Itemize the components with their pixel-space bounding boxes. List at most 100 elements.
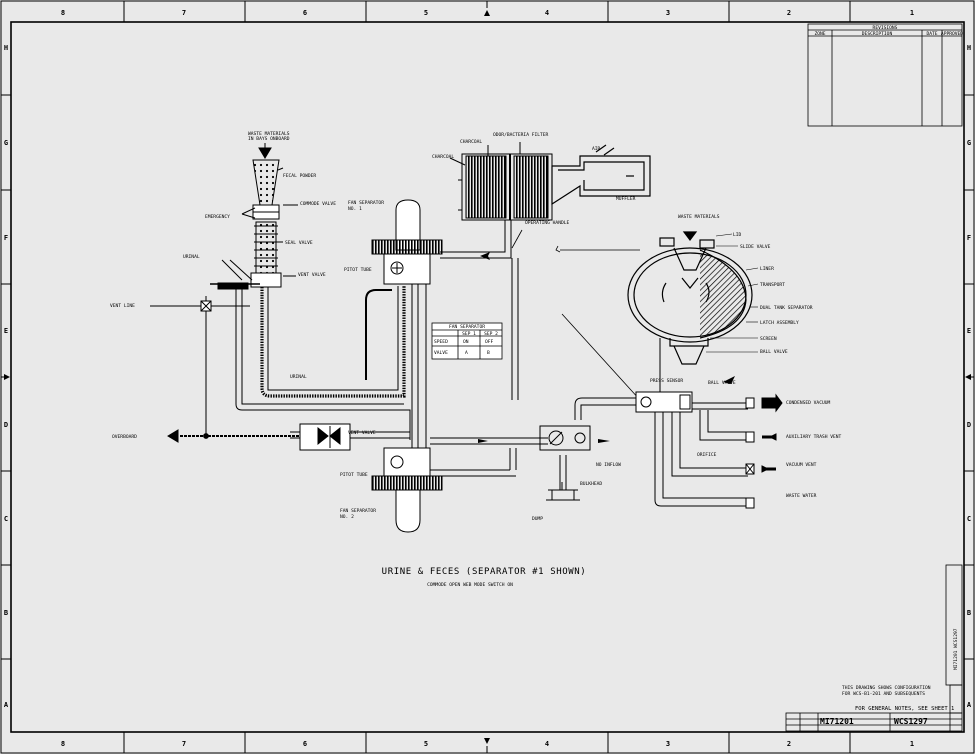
row-label: C xyxy=(4,515,8,523)
label-fan-separator-2: FAN SEPARATOR xyxy=(340,508,376,514)
col-label: 2 xyxy=(787,740,791,748)
title-block xyxy=(785,564,963,732)
label-transport: TRANSPORT xyxy=(760,282,785,288)
col-label: 7 xyxy=(182,9,186,17)
table-cell: VALVE xyxy=(434,350,448,356)
label-ball-valve-1: BALL VALVE xyxy=(760,349,788,355)
label-condensed-vacuum: CONDENSED VACUUM xyxy=(786,400,830,406)
overboard-outlet xyxy=(167,423,351,451)
label-fan-separator-1: FAN SEPARATOR xyxy=(348,200,384,206)
center-mark-top xyxy=(484,10,490,16)
label-screen: SCREEN xyxy=(760,336,777,342)
col-label: 6 xyxy=(303,9,307,17)
label-seal-valve: SEAL VALVE xyxy=(285,240,313,246)
air-arrows xyxy=(478,252,735,443)
row-label: F xyxy=(967,234,971,242)
waste-tank xyxy=(627,231,753,365)
label-charcoal: CHARCOAL xyxy=(460,139,482,145)
label-ball-valve-2: BALL VALVE xyxy=(708,380,736,386)
center-mark-right xyxy=(965,374,971,380)
row-label: A xyxy=(4,701,9,709)
label-waste-input: IN BAYS ONBOARD xyxy=(248,136,290,142)
col-label: 1 xyxy=(910,9,914,17)
col-label: 8 xyxy=(61,9,65,17)
center-mark-left xyxy=(4,374,10,380)
revision-col: ZONE xyxy=(814,31,825,37)
label-urine-bypass: VENT VALVE xyxy=(348,430,376,436)
row-label: A xyxy=(967,701,972,709)
label-sep-no-2: NO. 2 xyxy=(340,514,354,520)
label-dual-tank: DUAL TANK SEPARATOR xyxy=(760,305,813,311)
table-col: SEP 2 xyxy=(484,331,498,337)
tank-leaders xyxy=(706,233,759,353)
label-vent-valve: VENT VALVE xyxy=(298,272,326,278)
col-label: 6 xyxy=(303,740,307,748)
label-pitot-tube-1: PITOT TUBE xyxy=(344,267,372,273)
label-dump: DUMP xyxy=(532,516,543,522)
label-emergency: EMERGENCY xyxy=(205,214,230,220)
label-latch-assembly: LATCH ASSEMBLY xyxy=(760,320,799,326)
label-waste-water: WASTE WATER xyxy=(786,493,817,499)
label-vacuum-vent: VACUUM VENT xyxy=(786,462,817,468)
col-label: 4 xyxy=(545,740,549,748)
row-label: G xyxy=(4,139,8,147)
table-header: FAN SEPARATOR xyxy=(449,324,485,330)
label-air: AIR xyxy=(592,146,601,152)
title-note: FOR GENERAL NOTES, SEE SHEET 1 xyxy=(855,706,954,712)
muffler xyxy=(551,144,651,206)
label-vent-line: VENT LINE xyxy=(110,303,135,309)
sheet-id: WCS1297 xyxy=(894,717,928,726)
revision-col: DATE xyxy=(926,31,937,37)
revision-header: REVISIONS xyxy=(873,25,898,31)
label-operating-handle: OPERATING HANDLE xyxy=(525,220,569,226)
row-label: B xyxy=(967,609,971,617)
col-label: 7 xyxy=(182,740,186,748)
col-label: 5 xyxy=(424,9,428,17)
fan-separator-table xyxy=(431,322,503,360)
label-odor-filter: CHARCOAL xyxy=(432,154,454,160)
zone-labels: 8 7 6 5 4 3 2 1 8 7 6 5 4 3 2 1 H G F E … xyxy=(4,9,972,748)
label-waste-input: WASTE MATERIALS xyxy=(248,131,290,137)
label-no-inflow: NO INFLOW xyxy=(596,462,621,468)
col-label: 5 xyxy=(424,740,428,748)
row-label: H xyxy=(4,44,8,52)
row-label: B xyxy=(4,609,8,617)
label-overboard: OVERBOARD xyxy=(112,434,137,440)
manifold xyxy=(635,391,783,509)
col-label: 3 xyxy=(666,740,670,748)
table-col: SEP 1 xyxy=(462,331,476,337)
row-label: C xyxy=(967,515,971,523)
label-commode-valve: COMMODE VALVE xyxy=(300,201,336,207)
title-note: THIS DRAWING SHOWS CONFIGURATION xyxy=(842,685,931,691)
side-stamp: MI71201 WCS1297 xyxy=(953,628,959,670)
row-label: H xyxy=(967,44,971,52)
center-valve xyxy=(539,425,591,501)
label-sep-no-1: NO. 1 xyxy=(348,206,362,212)
col-label: 3 xyxy=(666,9,670,17)
fan-separator-1 xyxy=(371,199,443,285)
fan-separator-2 xyxy=(371,447,443,533)
odor-filter xyxy=(449,142,553,221)
col-label: 4 xyxy=(545,9,549,17)
piping xyxy=(180,220,748,507)
label-orifice: ORIFICE xyxy=(697,452,717,458)
table-cell: OFF xyxy=(485,339,494,345)
label-aux-vent: AUXILIARY TRASH VENT xyxy=(786,434,842,440)
row-label: E xyxy=(4,327,8,335)
label-pitot-tube-2: PITOT TUBE xyxy=(340,472,368,478)
table-cell: SPEED xyxy=(434,339,448,345)
handle-leaders xyxy=(511,229,641,401)
label-bulkhead: BULKHEAD xyxy=(580,481,602,487)
col-label: 2 xyxy=(787,9,791,17)
drawing-title: URINE & FECES (SEPARATOR #1 SHOWN) xyxy=(382,567,587,577)
revision-col: DESCRIPTION xyxy=(862,31,893,37)
vent-line xyxy=(150,296,250,436)
center-mark-bottom xyxy=(484,738,490,744)
col-label: 1 xyxy=(910,740,914,748)
label-liner: LINER xyxy=(760,266,774,272)
label-fecal-powder: FECAL POWDER xyxy=(283,173,316,179)
label-urinal: URINAL xyxy=(183,254,200,260)
revision-col: APPROVED xyxy=(941,31,963,37)
